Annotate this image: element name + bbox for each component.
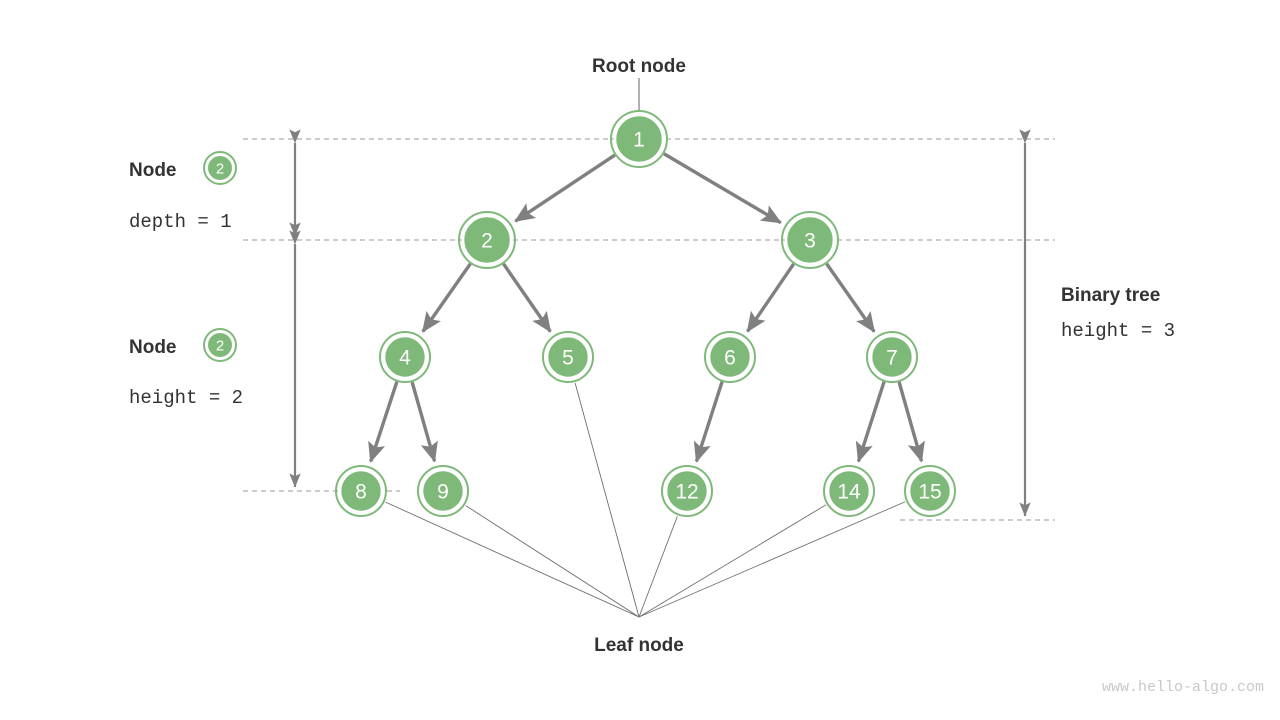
annotation-node-height-metric: height = 2 [129,387,243,409]
node-disc [338,468,384,514]
node-outer-ring [458,211,516,269]
guide-lines-group [243,138,1055,521]
tree-edge-n6-n12 [693,381,724,463]
tree-edge-n4-n9 [410,381,438,463]
node-value-4: 4 [399,347,411,370]
watermark: www.hello-algo.com [1102,679,1264,696]
node-value-12: 12 [675,481,698,504]
leaf-connector-n8 [385,501,640,618]
node-value-1: 1 [633,129,645,152]
node-disc [382,334,428,380]
node-outer-ring [704,331,756,383]
node-outer-ring [661,465,713,517]
tree-edge-n1-n2 [514,153,616,223]
tree-node-3[interactable]: 3 [781,211,839,269]
node-disc [613,113,665,165]
node-value-2: 2 [481,230,493,253]
annotation-left-top-label: Node [129,160,177,181]
node-disc [545,334,591,380]
tree-edge-n4-n8 [368,381,399,463]
node-value-8: 8 [355,481,367,504]
node-disc [707,334,753,380]
tree-node-2[interactable]: 2 [458,211,516,269]
leaf-node-label: Leaf node [594,635,684,656]
node-disc [461,214,513,266]
tree-node-1[interactable]: 1 [610,110,668,168]
node-disc [907,468,953,514]
tree-edge-n2-n5 [502,262,552,333]
annotation-depth-metric: depth = 1 [129,211,232,233]
node-disc [826,468,872,514]
annotation-left-top-badge-value: 2 [216,161,224,178]
node-value-5: 5 [562,347,574,370]
node-value-9: 9 [437,481,449,504]
root-node-label: Root node [592,56,686,77]
tree-edge-n1-n3 [663,152,782,225]
leaf-connector-lines [385,382,906,618]
node-disc [664,468,710,514]
leaf-connector-n12 [638,516,678,618]
tree-node-12[interactable]: 12 [661,465,713,517]
annotation-left-bottom-badge-value: 2 [216,338,224,355]
tree-node-6[interactable]: 6 [704,331,756,383]
node-value-3: 3 [804,230,816,253]
tree-node-15[interactable]: 15 [904,465,956,517]
node-value-6: 6 [724,347,736,370]
tree-edges-group [368,152,925,463]
tree-node-4[interactable]: 4 [379,331,431,383]
node-value-7: 7 [886,347,898,370]
annotation-left-bottom-badge: 2 [203,328,237,362]
node-disc [784,214,836,266]
measure-arrows-group [289,129,1031,517]
annotation-binary-tree-label: Binary tree [1061,285,1160,306]
tree-node-8[interactable]: 8 [335,465,387,517]
node-disc [869,334,915,380]
annotation-left-bottom-label: Node [129,337,177,358]
annotation-tree-height-metric: height = 3 [1061,320,1175,342]
node-outer-ring [542,331,594,383]
tree-node-14[interactable]: 14 [823,465,875,517]
node-outer-ring [781,211,839,269]
node-disc [420,468,466,514]
node-outer-ring [335,465,387,517]
node-outer-ring [417,465,469,517]
node-outer-ring [904,465,956,517]
node-value-15: 15 [918,481,941,504]
tree-edge-n2-n4 [421,262,472,333]
node-outer-ring [823,465,875,517]
tree-node-9[interactable]: 9 [417,465,469,517]
tree-node-7[interactable]: 7 [866,331,918,383]
tree-edge-n3-n7 [825,262,876,333]
node-outer-ring [610,110,668,168]
tree-edge-n3-n6 [746,262,796,333]
node-value-14: 14 [837,481,861,504]
annotation-left-top-badge: 2 [203,151,237,185]
node-outer-ring [379,331,431,383]
node-outer-ring [866,331,918,383]
leaf-connector-n14 [638,504,827,618]
tree-edge-n7-n14 [855,381,886,463]
tree-edge-n7-n15 [897,381,925,463]
leaf-connector-n5 [574,382,640,618]
leaf-connector-n15 [638,501,906,618]
leaf-connector-n9 [465,505,640,618]
tree-node-5[interactable]: 5 [542,331,594,383]
